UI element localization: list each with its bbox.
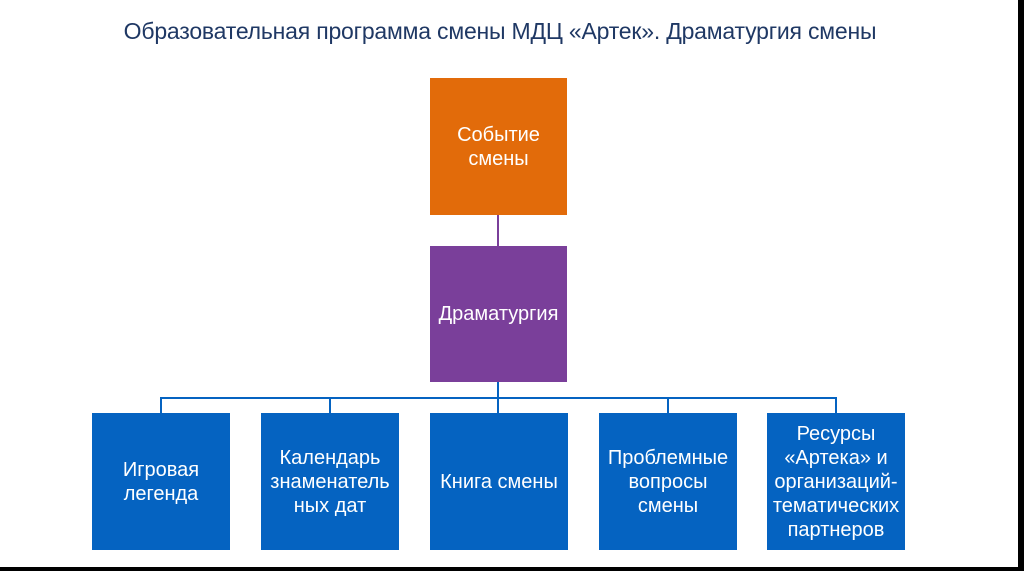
node-child-4: Проблемные вопросы смены [599,413,737,550]
node-root: Событие смены [430,78,567,215]
slide-title: Образовательная программа смены МДЦ «Арт… [123,18,877,44]
node-child-4-label: Проблемные вопросы смены [607,446,729,517]
window-edge-bottom [0,567,1024,571]
node-child-1: Игровая легенда [92,413,230,550]
node-child-1-label: Игровая легенда [122,458,200,505]
window-edge-right [1018,0,1024,571]
node-child-5: Ресурсы «Артека» и организаций- тематиче… [767,413,905,550]
node-child-5-label: Ресурсы «Артека» и организаций- тематиче… [772,422,900,541]
node-middle: Драматургия [430,246,567,382]
node-root-label: Событие смены [457,123,540,170]
node-child-2-label: Календарь знаменатель ных дат [270,446,390,517]
node-child-3: Книга смены [430,413,568,550]
node-child-3-label: Книга смены [440,470,558,493]
node-middle-label: Драматургия [438,303,559,325]
node-child-2: Календарь знаменатель ных дат [261,413,399,550]
